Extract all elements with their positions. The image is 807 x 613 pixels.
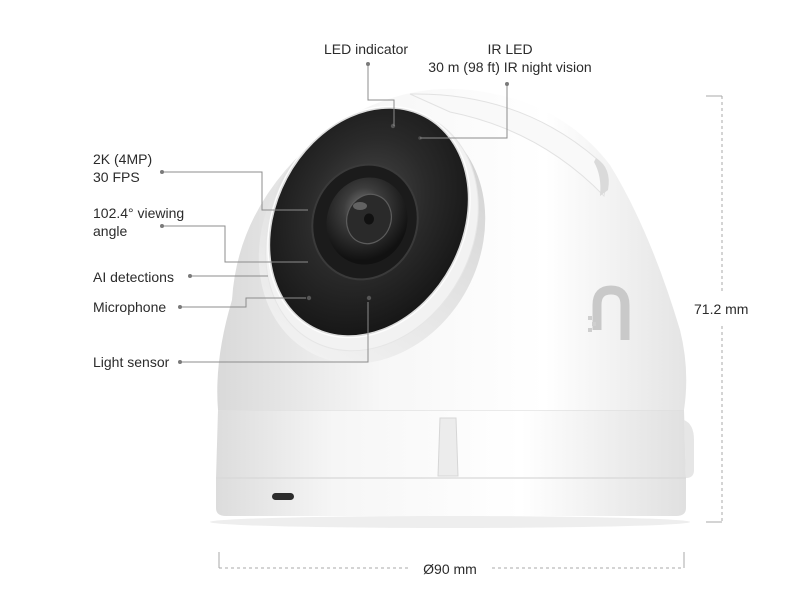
base-slot <box>272 493 294 500</box>
led-indicator-label: LED indicator <box>324 41 409 57</box>
microphone-hole <box>306 295 312 301</box>
ir-led-title: IR LED <box>487 41 533 57</box>
viewing-angle-label: 102.4° viewing angle <box>93 204 184 240</box>
leader-lines <box>162 64 508 363</box>
lens-assembly <box>267 105 471 339</box>
height-dimension-label: 71.2 mm <box>694 301 749 317</box>
viewing-line2: angle <box>93 223 128 239</box>
floor-shadow <box>210 516 690 528</box>
height-dimension-line <box>706 95 723 523</box>
resolution-label: 2K (4MP) 30 FPS <box>93 150 152 186</box>
camera-base <box>216 409 694 516</box>
resolution-line2: 30 FPS <box>93 169 140 185</box>
light-sensor-label: Light sensor <box>93 354 170 370</box>
diameter-dimension-line <box>218 552 685 569</box>
light-sensor-dot <box>366 295 372 301</box>
ai-detections-label: AI detections <box>93 269 174 285</box>
brand-logo <box>588 285 630 340</box>
viewing-line1: 102.4° viewing <box>93 205 185 221</box>
microphone-label: Microphone <box>93 299 167 315</box>
diameter-dimension-label: Ø90 mm <box>423 561 477 577</box>
ir-led-detail: 30 m (98 ft) IR night vision <box>428 59 592 75</box>
leader-dots <box>160 62 509 364</box>
resolution-line1: 2K (4MP) <box>93 151 153 167</box>
led-indicator-dot <box>390 123 396 129</box>
ir-led-label: IR LED 30 m (98 ft) IR night vision <box>420 40 600 76</box>
